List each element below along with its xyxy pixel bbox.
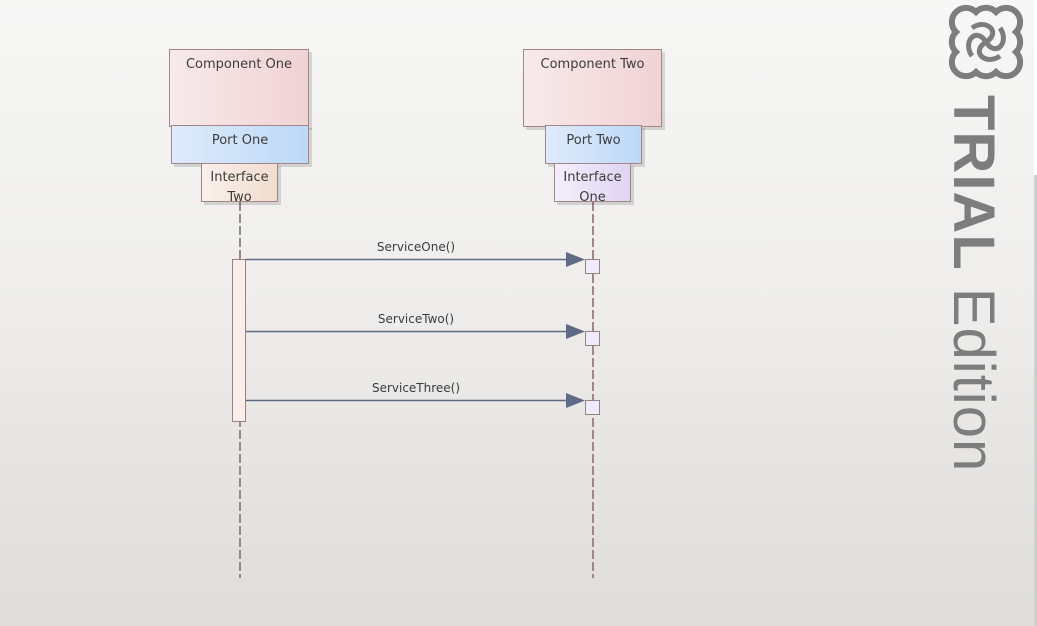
watermark-word-trial: TRIAL — [941, 95, 1006, 271]
sparx-logo-icon — [948, 4, 1024, 80]
execution-box-3[interactable] — [585, 400, 600, 415]
component-one-label: Component One — [185, 57, 293, 72]
message-arrow-2[interactable] — [246, 324, 585, 339]
message-arrow-1[interactable] — [246, 252, 585, 267]
watermark-word-edition: Edition — [941, 270, 1006, 473]
message-label-2[interactable]: ServiceTwo() — [377, 312, 455, 326]
message-label-3[interactable]: ServiceThree() — [371, 381, 461, 395]
port-one-label: Port One — [211, 133, 269, 148]
port-two-label: Port Two — [566, 133, 621, 148]
activation-bar-left[interactable] — [232, 259, 246, 422]
interface-one-label-line1: Interface — [563, 170, 622, 185]
component-two-label: Component Two — [540, 57, 645, 72]
message-label-1[interactable]: ServiceOne() — [376, 240, 456, 254]
interface-two-label-line2: Two — [227, 190, 252, 202]
interface-two-label-line1: Interface — [210, 170, 269, 185]
component-two-box[interactable]: Component Two — [523, 49, 662, 127]
window-edge-highlight — [1034, 0, 1037, 175]
trial-edition-watermark: TRIAL Edition — [940, 95, 1007, 472]
port-one-box[interactable]: Port One — [171, 125, 309, 164]
interface-one-label-line2: One — [579, 190, 606, 202]
window-edge — [1034, 0, 1037, 626]
message-arrow-3[interactable] — [246, 393, 585, 408]
interface-one-box[interactable]: Interface One — [554, 163, 631, 202]
port-two-box[interactable]: Port Two — [545, 125, 642, 164]
component-one-box[interactable]: Component One — [169, 49, 309, 127]
interface-two-box[interactable]: Interface Two — [201, 163, 278, 202]
execution-box-2[interactable] — [585, 331, 600, 346]
execution-box-1[interactable] — [585, 259, 600, 274]
